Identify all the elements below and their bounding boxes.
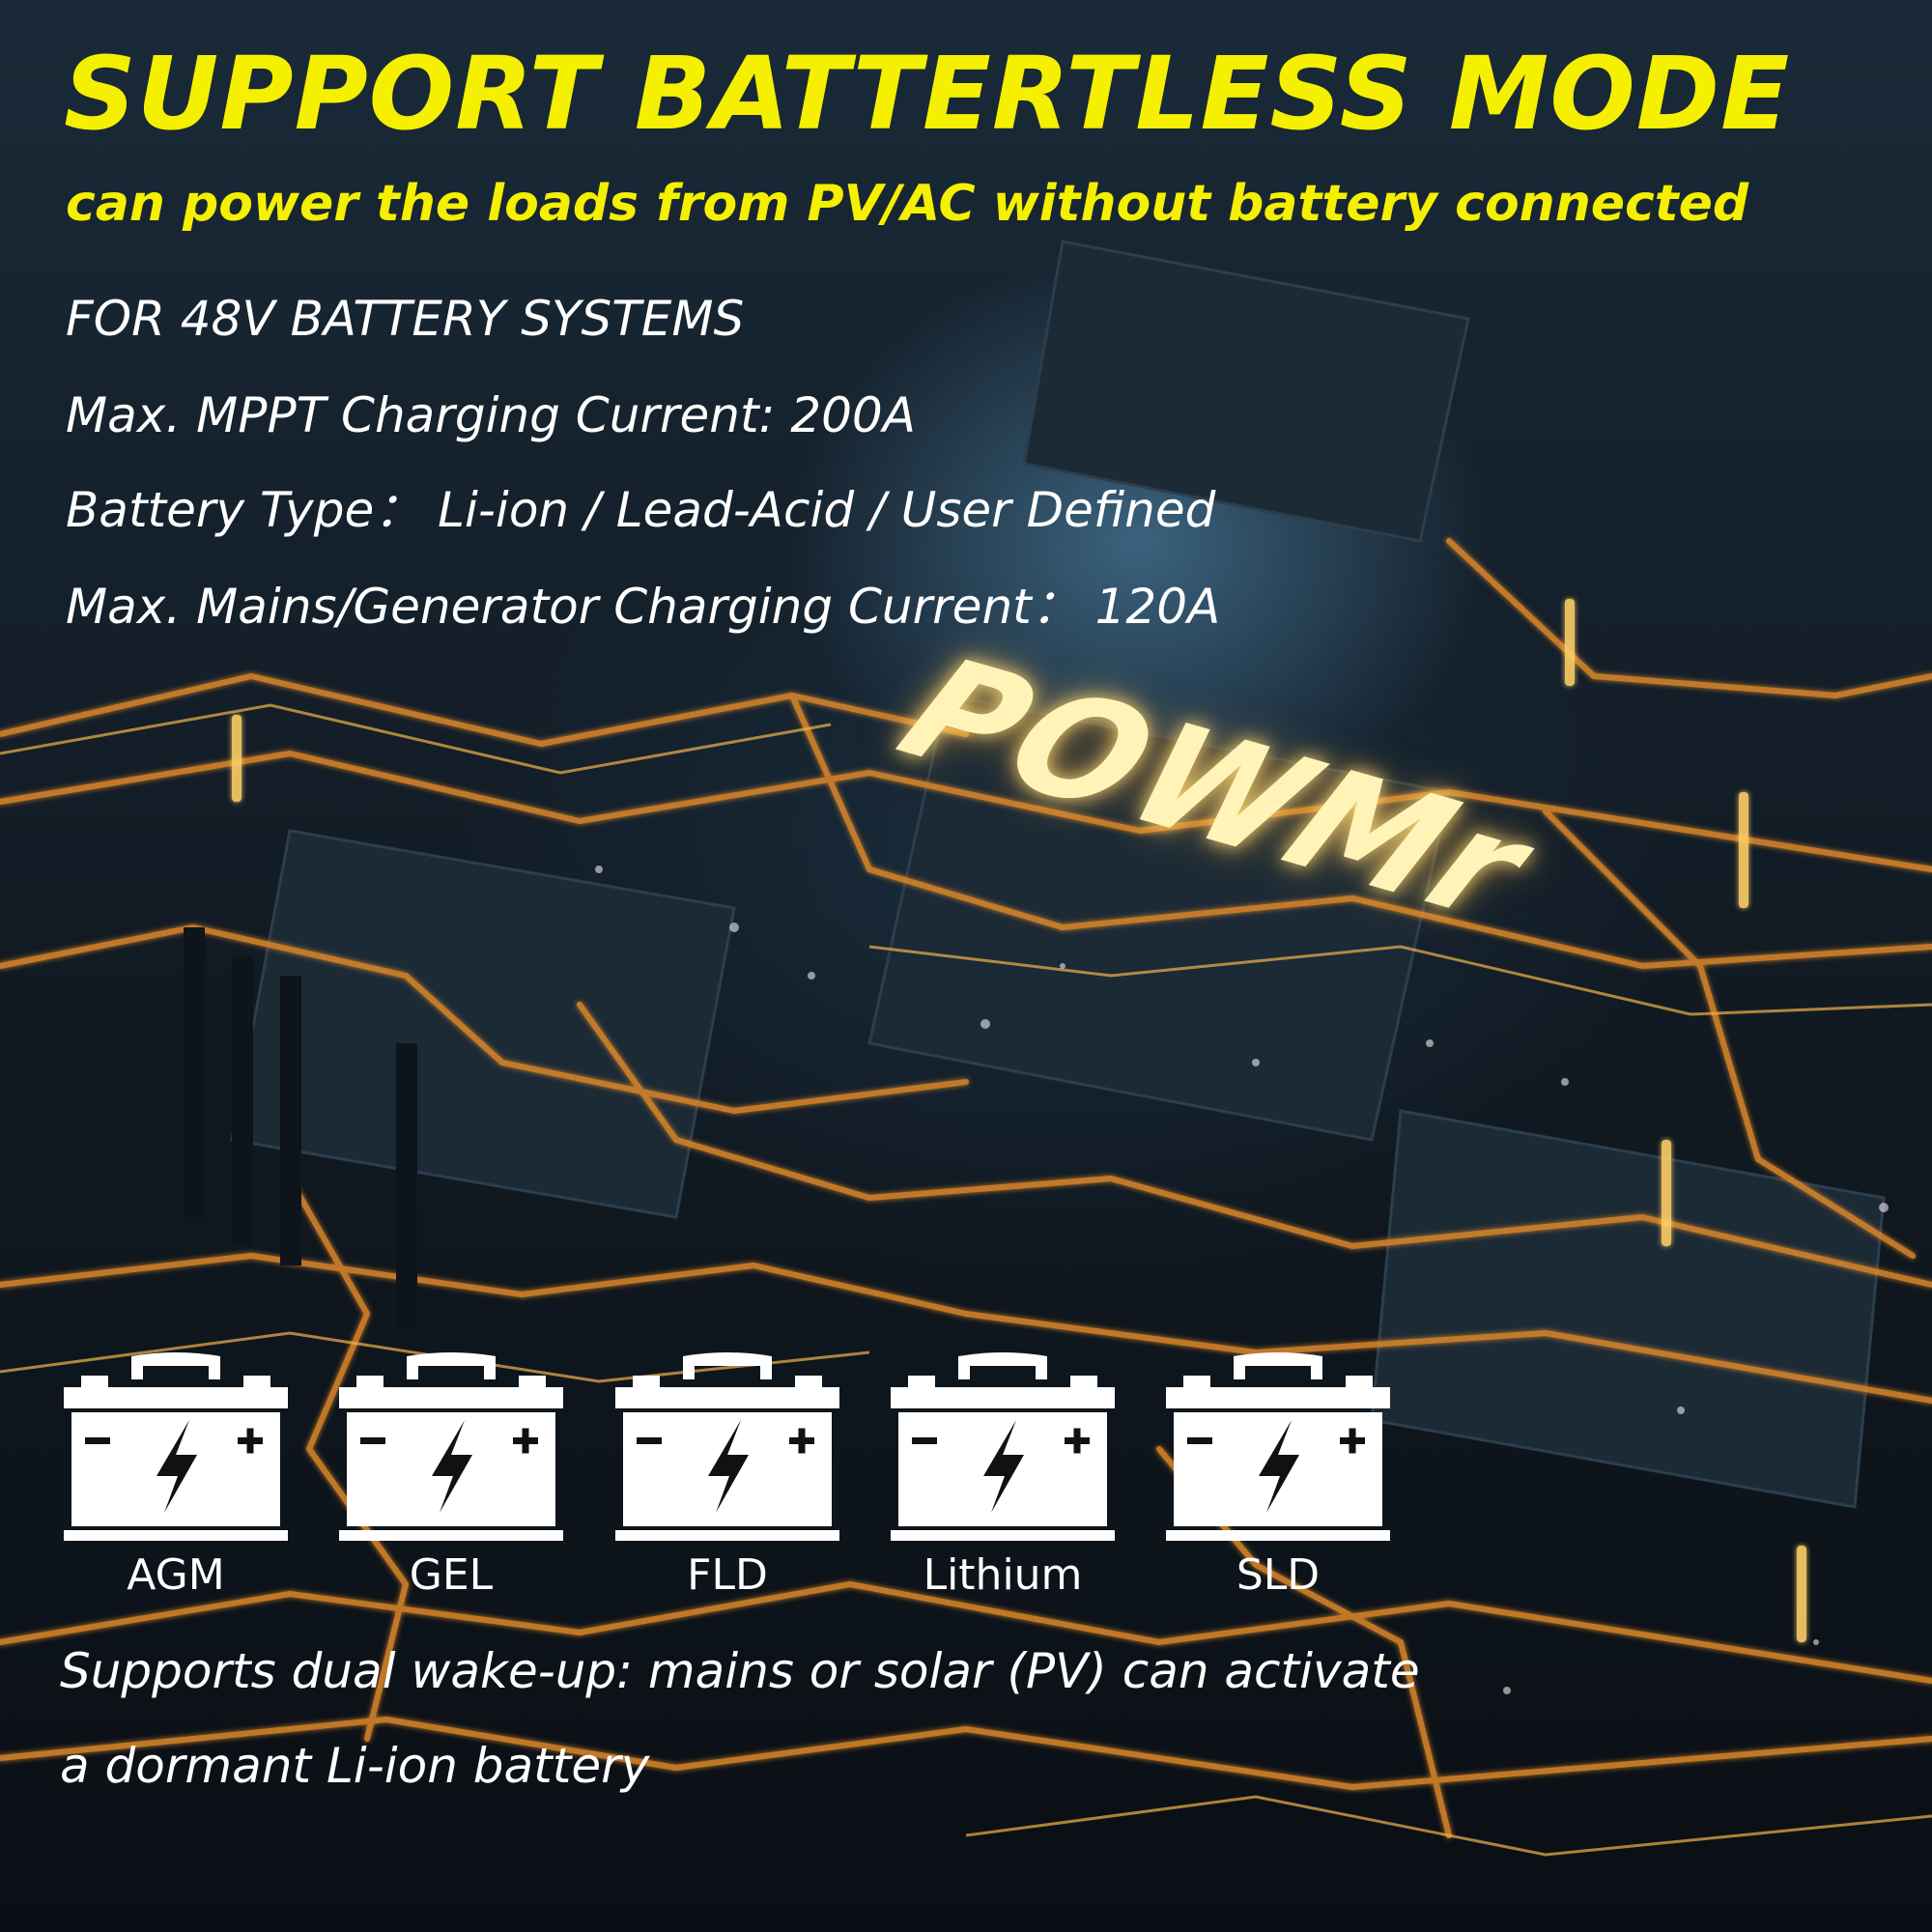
battery-icon bbox=[891, 1352, 1115, 1541]
spec-mppt-current: Max. MPPT Charging Current: 200A bbox=[66, 387, 916, 443]
battery-icon bbox=[64, 1352, 288, 1541]
battery-icon bbox=[615, 1352, 839, 1541]
spec-mains-current: Max. Mains/Generator Charging Current： 1… bbox=[66, 579, 1221, 635]
spec-battery-type: Battery Type： Li-ion / Lead-Acid / User … bbox=[66, 482, 1216, 538]
wake-up-note-line-1: Supports dual wake-up: mains or solar (P… bbox=[60, 1643, 1420, 1699]
headline: SUPPORT BATTERTLESS MODE bbox=[64, 35, 1791, 153]
battery-icon bbox=[1166, 1352, 1390, 1541]
battery-label-agm: AGM bbox=[127, 1550, 225, 1600]
battery-icon bbox=[339, 1352, 563, 1541]
battery-label-gel: GEL bbox=[409, 1550, 494, 1600]
spec-system-voltage: FOR 48V BATTERY SYSTEMS bbox=[66, 291, 745, 347]
subheadline: can power the loads from PV/AC without b… bbox=[66, 175, 1749, 233]
battery-label-lithium: Lithium bbox=[923, 1550, 1083, 1600]
wake-up-note-line-2: a dormant Li-ion battery bbox=[60, 1738, 650, 1794]
battery-label-sld: SLD bbox=[1236, 1550, 1321, 1600]
battery-label-fld: FLD bbox=[687, 1550, 768, 1600]
